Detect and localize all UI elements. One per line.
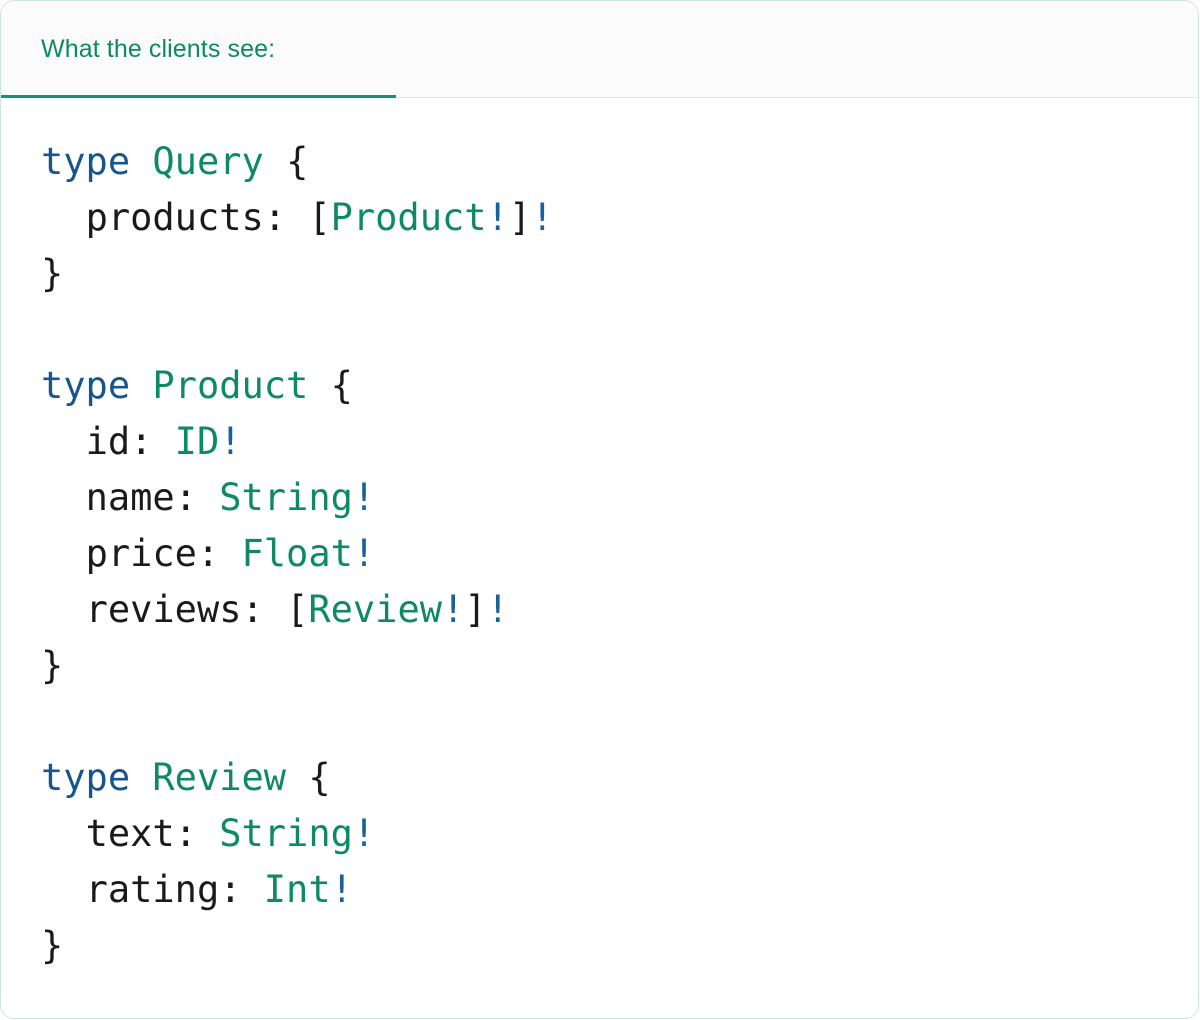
token-bang: ! [531, 196, 554, 239]
code-line-product-reviews: reviews: [Review!]! [41, 582, 1198, 638]
token-punct: ] [464, 588, 487, 631]
token-bang: ! [352, 476, 376, 519]
code-line-review-text: text: String! [41, 806, 1198, 862]
token-field: name: [85, 476, 197, 519]
token-keyword: type [41, 364, 131, 407]
token-plain [41, 868, 86, 911]
token-plain [308, 364, 330, 407]
code-line-product-price: price: Float! [41, 526, 1198, 582]
tab-what-the-clients-see[interactable]: What the clients see: [1, 1, 396, 97]
code-line-product-open: type Product { [41, 358, 1198, 414]
token-field: reviews: [85, 588, 264, 631]
token-plain [242, 868, 264, 911]
token-field: id: [85, 420, 153, 463]
token-plain [197, 476, 219, 519]
token-type: String [219, 812, 353, 855]
token-plain [286, 756, 308, 799]
token-keyword: type [41, 756, 131, 799]
token-type: Float [241, 532, 353, 575]
tab-strip: What the clients see: [1, 1, 1198, 99]
token-type: Review [152, 756, 287, 799]
token-bang: ! [219, 420, 242, 463]
code-line-query-close: } [41, 246, 1198, 302]
token-type: Product [330, 196, 487, 239]
code-line-review-rating: rating: Int! [41, 862, 1198, 918]
token-type: Int [263, 868, 331, 911]
code-line-blank-1 [41, 302, 1198, 358]
code-area: type Query { products: [Product!]!} type… [1, 98, 1198, 974]
token-type: Query [152, 140, 264, 183]
token-plain [41, 476, 86, 519]
token-field: price: [85, 532, 220, 575]
active-tab-underline [1, 95, 396, 99]
token-plain [264, 140, 286, 183]
token-type: ID [174, 420, 220, 463]
token-bang: ! [442, 588, 465, 631]
token-type: String [219, 476, 353, 519]
code-line-query-products: products: [Product!]! [41, 190, 1198, 246]
token-bang: ! [352, 532, 376, 575]
token-punct: { [308, 756, 331, 799]
code-line-query-open: type Query { [41, 134, 1198, 190]
token-plain [41, 532, 86, 575]
token-punct: { [330, 364, 353, 407]
token-plain [41, 588, 86, 631]
token-plain [130, 756, 152, 799]
graphql-schema-code[interactable]: type Query { products: [Product!]!} type… [1, 134, 1198, 974]
token-punct: } [41, 252, 64, 295]
token-punct: [ [286, 588, 309, 631]
token-punct: ] [508, 196, 532, 239]
token-type: Product [152, 364, 309, 407]
code-line-review-close: } [41, 918, 1198, 974]
token-keyword: type [41, 140, 131, 183]
token-field: products: [85, 196, 287, 239]
code-line-product-close: } [41, 638, 1198, 694]
token-punct: { [286, 140, 309, 183]
token-bang: ! [352, 812, 376, 855]
token-bang: ! [486, 196, 509, 239]
token-plain [286, 196, 308, 239]
token-plain [41, 420, 86, 463]
code-line-review-open: type Review { [41, 750, 1198, 806]
token-plain [130, 140, 152, 183]
token-bang: ! [330, 868, 353, 911]
tab-label: What the clients see: [41, 34, 276, 63]
token-field: rating: [85, 868, 242, 911]
token-plain [41, 196, 86, 239]
token-plain [219, 532, 241, 575]
token-field: text: [85, 812, 197, 855]
code-line-product-id: id: ID! [41, 414, 1198, 470]
token-punct: } [41, 644, 64, 687]
token-bang: ! [486, 588, 509, 631]
code-line-blank-2 [41, 694, 1198, 750]
token-punct: [ [308, 196, 331, 239]
token-plain [41, 812, 86, 855]
token-type: Review [308, 588, 442, 631]
token-plain [130, 364, 152, 407]
token-punct: } [41, 924, 64, 967]
token-plain [264, 588, 286, 631]
token-plain [152, 420, 174, 463]
token-plain [197, 812, 219, 855]
code-line-product-name: name: String! [41, 470, 1198, 526]
